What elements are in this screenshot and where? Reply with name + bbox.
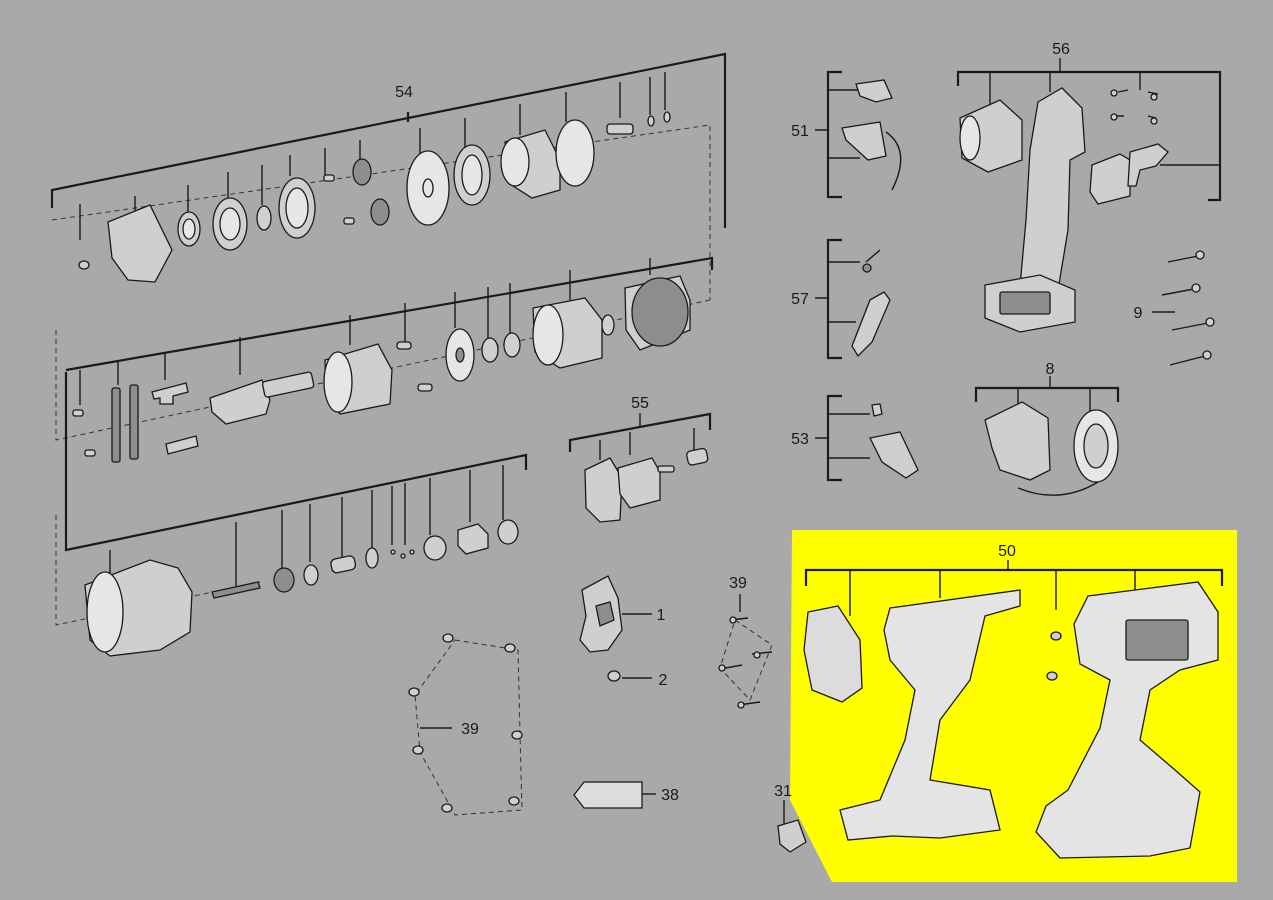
assembly-50: [803, 560, 1224, 859]
label-54: 54: [395, 84, 413, 101]
assembly-55: [568, 412, 712, 523]
label-8: 8: [1046, 361, 1055, 378]
assembly-56: [956, 58, 1222, 333]
label-39-left: 39: [461, 721, 479, 738]
callout-labels: 54 51 56 57 9 8 53 55 50 39 1 2 39 38 31: [395, 41, 1142, 804]
label-1: 1: [657, 607, 666, 624]
label-2: 2: [659, 672, 668, 689]
label-55: 55: [631, 395, 649, 412]
label-51: 51: [791, 123, 809, 140]
label-31: 31: [774, 783, 792, 800]
parts-1-2: [579, 575, 652, 682]
screws-9: [1152, 250, 1215, 366]
label-56: 56: [1052, 41, 1070, 58]
part-31: [777, 800, 807, 853]
screws-39-right: [718, 594, 773, 709]
label-57: 57: [791, 291, 809, 308]
assembly-53: [815, 394, 919, 482]
screws-39-left: [408, 633, 523, 816]
assembly-8: [974, 376, 1120, 496]
assembly-51: [815, 70, 902, 199]
label-38: 38: [661, 787, 679, 804]
label-53: 53: [791, 431, 809, 448]
label-38: [573, 781, 656, 809]
label-9: 9: [1134, 305, 1143, 322]
assembly-57: [815, 238, 891, 360]
label-50: 50: [998, 543, 1016, 560]
label-39-right: 39: [729, 575, 747, 592]
assembly-54: [50, 52, 727, 657]
